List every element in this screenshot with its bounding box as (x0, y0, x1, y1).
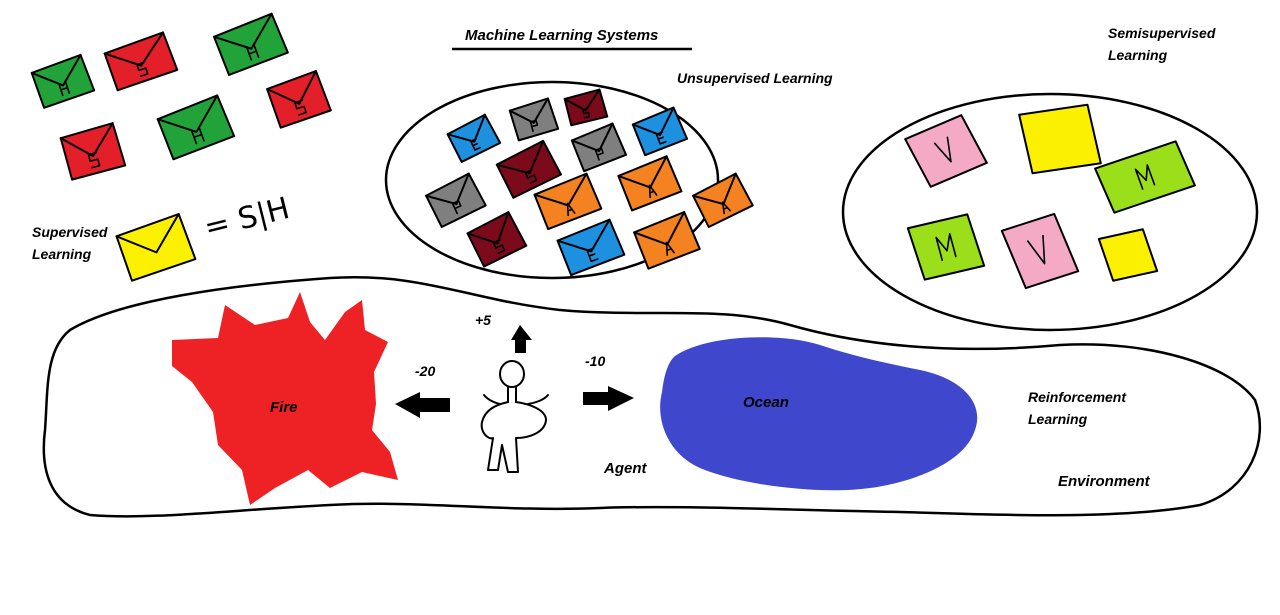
semisupervised-card (1018, 103, 1102, 175)
email-letter-p (529, 119, 539, 132)
email-letter-e (655, 131, 667, 145)
supervised-email (115, 213, 197, 282)
reinforcement-label-line2: Learning (1028, 411, 1088, 427)
supervised-label-line2: Learning (32, 246, 92, 262)
supervised-email (156, 94, 236, 161)
unsupervised-email (446, 113, 502, 163)
supervised-email (30, 53, 96, 109)
unsupervised-emails (425, 88, 754, 277)
supervised-label-line1: Supervised (32, 224, 108, 240)
email-letter-s (136, 61, 149, 77)
email-letter-s (524, 169, 538, 185)
unsupervised-email (495, 139, 562, 199)
email-letter-p (451, 200, 462, 215)
supervised-email (103, 31, 179, 92)
email-letter-a (566, 202, 576, 217)
card-letter-m (1134, 164, 1156, 190)
supervised-emails (30, 12, 332, 282)
supervised-email (59, 122, 127, 181)
unsupervised-email (508, 97, 560, 142)
email-letter-s (87, 151, 101, 169)
card-letter-m (935, 233, 957, 261)
arrow-left-icon (395, 392, 450, 418)
unsupervised-email (631, 106, 689, 157)
email-letter-h (190, 127, 205, 145)
email-letter-e (470, 138, 481, 151)
card-letter-v (1027, 234, 1046, 265)
unsupervised-email (633, 211, 701, 270)
agent-figure (480, 360, 549, 473)
reward-up-label: +5 (475, 312, 491, 328)
email-letter-a (721, 201, 731, 215)
unsupervised-email (617, 155, 683, 212)
equation: = S|H (201, 191, 293, 246)
semisupervised-cards (904, 103, 1196, 290)
email-letter-a (648, 184, 658, 199)
arrow-right-icon (583, 386, 634, 411)
semisupervised-card (906, 213, 986, 281)
unsupervised-email (466, 211, 528, 268)
unsupervised-label: Unsupervised Learning (677, 70, 833, 86)
unsupervised-email (425, 172, 487, 229)
semisupervised-label-line1: Semisupervised (1108, 25, 1216, 41)
fire-label: Fire (270, 399, 298, 416)
email-letter-p (594, 147, 604, 161)
email-letter-s (294, 99, 307, 116)
supervised-email (213, 12, 289, 76)
environment-label: Environment (1058, 473, 1151, 490)
reinforcement-label-line1: Reinforcement (1028, 389, 1127, 405)
email-letter-h (246, 44, 260, 61)
card-letter-v (933, 136, 952, 163)
arrow-up-icon (511, 325, 532, 353)
unsupervised-email (692, 172, 754, 229)
page-title: Machine Learning Systems (465, 27, 658, 44)
semisupervised-card (1094, 140, 1196, 214)
unsupervised-email (556, 218, 626, 277)
semisupervised-card (1000, 212, 1080, 290)
unsupervised-email (533, 172, 603, 231)
unsupervised-email (563, 88, 609, 127)
email-letter-s (492, 239, 506, 255)
ocean-region (660, 337, 978, 491)
ocean-label: Ocean (743, 394, 789, 411)
agent-label: Agent (603, 460, 648, 477)
semisupervised-label-line2: Learning (1108, 47, 1168, 63)
fire-region (172, 292, 398, 505)
email-letter-h (58, 81, 71, 97)
unsupervised-email (570, 122, 628, 173)
email-letter-e (586, 247, 599, 263)
reward-right-label: -10 (585, 353, 605, 369)
semisupervised-card (1097, 228, 1159, 282)
email-letter-s (581, 107, 591, 119)
semisupervised-card (904, 114, 988, 188)
reward-left-label: -20 (415, 363, 435, 379)
email-letter-a (665, 241, 675, 256)
supervised-email (266, 70, 332, 129)
